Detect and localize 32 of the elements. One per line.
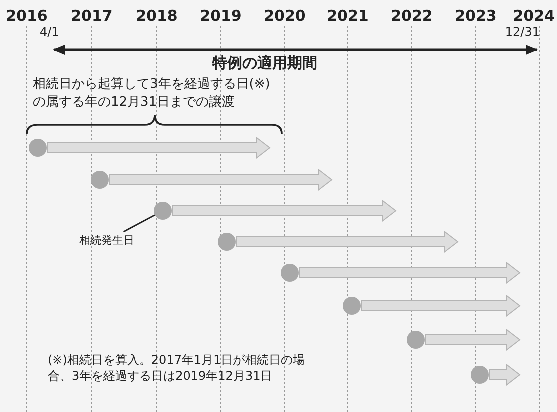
leader-line	[123, 214, 156, 233]
year-label: 2024	[512, 6, 555, 26]
year-label: 2021	[326, 6, 370, 26]
year-label: 2017	[70, 6, 114, 26]
period-bar-arrow	[47, 136, 271, 160]
year-label: 2023	[454, 6, 498, 26]
period-label: 特例の適用期間	[211, 53, 318, 74]
start-dot	[218, 233, 236, 251]
period-bar-arrow	[236, 230, 459, 254]
year-label: 2016	[5, 6, 49, 26]
start-dot	[154, 202, 172, 220]
start-dot	[29, 139, 47, 157]
period-bar-arrow	[109, 168, 333, 192]
start-dot	[471, 366, 489, 384]
period-bar-arrow	[172, 200, 397, 222]
start-dot	[343, 297, 361, 315]
year-label: 2019	[199, 6, 243, 26]
period-bar-arrow	[489, 364, 521, 386]
period-bar-arrow	[361, 294, 521, 318]
callout-text: 相続発生日	[72, 232, 142, 250]
note-text: (※)相続日を算入。2017年1月1日が相続日の場合、3年を経過する日は2019年12月31日	[48, 352, 306, 384]
period-bar-arrow	[425, 328, 521, 352]
year-label: 2018	[135, 6, 179, 26]
year-label: 2020	[263, 6, 307, 26]
start-dot	[281, 264, 299, 282]
note-text: 相続日から起算して3年を経過する日(※)の属する年の12月31日までの譲渡	[33, 76, 272, 112]
start-dot	[407, 331, 425, 349]
period-bar-arrow	[299, 262, 521, 284]
date-label: 4/1	[40, 24, 60, 40]
start-dot	[91, 171, 109, 189]
date-label: 12/31	[504, 24, 540, 40]
year-label: 2022	[390, 6, 434, 26]
